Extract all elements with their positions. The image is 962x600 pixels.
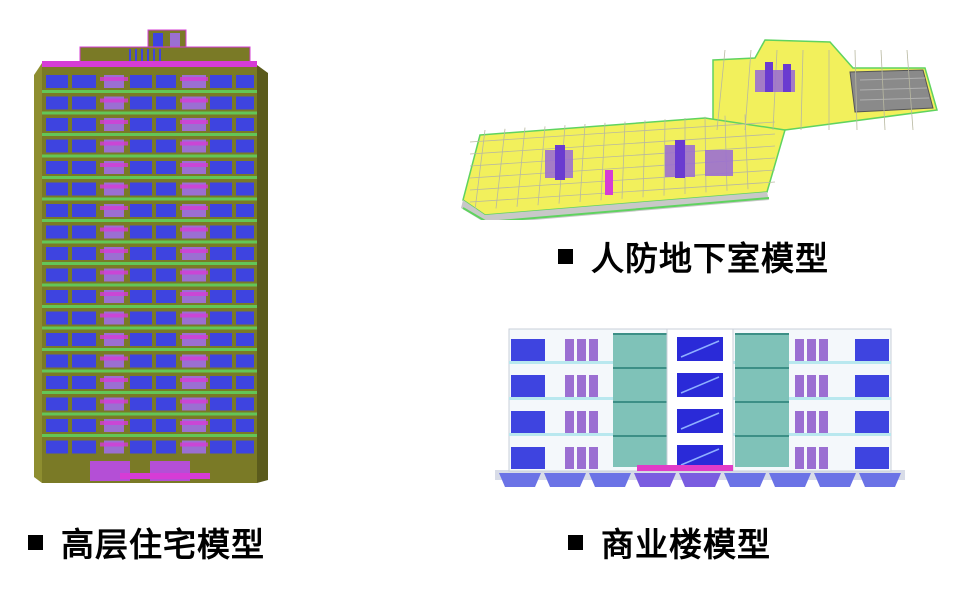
bullet-square-icon <box>28 534 43 550</box>
end-window-bays <box>511 339 889 469</box>
commercial-building-model <box>495 328 905 487</box>
bullet-square-icon <box>568 534 583 550</box>
highrise-residential-model <box>34 29 268 483</box>
basement-model-label: 人防地下室模型 <box>558 232 829 280</box>
basement-model-text: 人防地下室模型 <box>591 239 829 278</box>
highrise-model-text: 高层住宅模型 <box>61 525 265 564</box>
purple-window-groups <box>565 339 828 469</box>
highrise-model-label: 高层住宅模型 <box>28 518 265 566</box>
bullet-square-icon <box>558 248 573 264</box>
glass-curtain-wall <box>613 333 789 467</box>
commercial-model-label: 商业楼模型 <box>568 518 771 566</box>
basement-model <box>461 39 938 220</box>
building-plinth <box>499 473 901 487</box>
tower-floors <box>42 75 257 459</box>
commercial-model-text: 商业楼模型 <box>601 525 771 564</box>
basement-columns <box>545 62 795 195</box>
